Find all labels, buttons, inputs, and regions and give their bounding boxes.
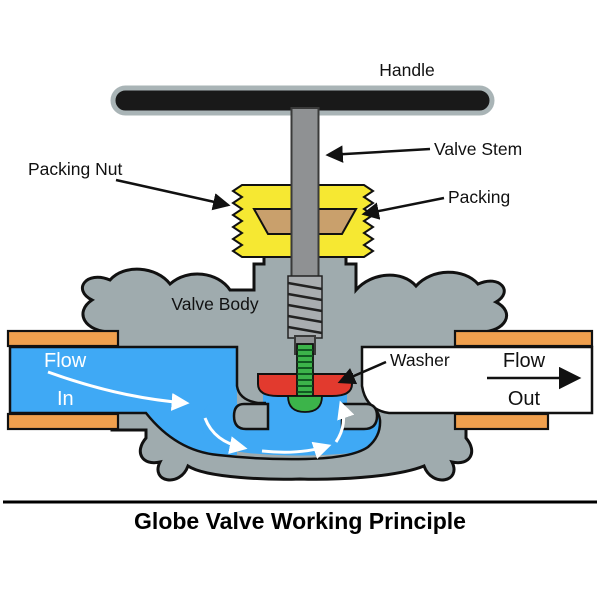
inlet-flange-top	[6, 329, 120, 348]
packing-arrow	[361, 196, 445, 220]
handle-label: Handle	[379, 60, 434, 80]
valve-seat-left	[232, 402, 270, 431]
disc-knob	[287, 395, 323, 413]
packing-nut-arrow	[115, 178, 231, 211]
valve-stem-label: Valve Stem	[434, 139, 522, 159]
washer-label: Washer	[390, 350, 450, 370]
inlet-flange-bottom	[6, 412, 120, 431]
flow-in-label-line2: In	[57, 388, 74, 410]
flow-out-label-line1: Flow	[503, 350, 546, 372]
outlet-flange-top	[453, 329, 594, 348]
flow-arrow-up-seat	[334, 400, 355, 443]
valve-seat-right	[340, 402, 379, 431]
outlet-flange-bottom	[453, 412, 550, 431]
flow-region-outline-top	[8, 345, 266, 413]
packing-label: Packing	[448, 187, 510, 207]
flow-arrow-inlet	[47, 370, 190, 411]
valve-body-label: Valve Body	[171, 294, 258, 314]
packing-nut-label: Packing Nut	[28, 159, 122, 179]
flow-arrow-down	[203, 417, 248, 454]
stem-thread-lines	[287, 281, 323, 335]
flow-arrow-across	[261, 441, 332, 459]
valve-stem-arrow	[325, 145, 431, 163]
disc-screw-threads	[297, 349, 313, 393]
valve-stem-upper	[290, 107, 320, 285]
flow-out-label-line2: Out	[508, 388, 541, 410]
diagram-title: Globe Valve Working Principle	[134, 508, 466, 534]
washer-arrow	[337, 360, 387, 385]
flow-in-label-line1: Flow	[44, 350, 87, 372]
flow-arrows	[47, 370, 355, 459]
